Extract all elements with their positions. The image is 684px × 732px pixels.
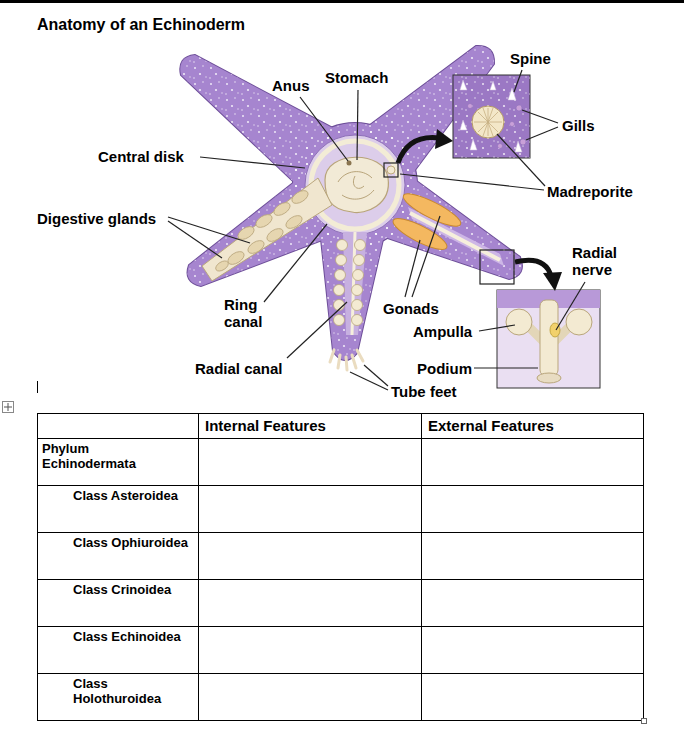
part-label: Central disk [98,148,184,165]
part-label: Tube feet [391,383,457,400]
table-header: External Features [428,417,554,434]
table-grid [38,414,644,721]
part-label: Gonads [383,300,439,317]
table-row-label: Class Crinoidea [73,582,195,597]
table-row-label: Class Ophiuroidea [73,535,195,550]
table-row-label: Class Asteroidea [73,488,195,503]
text-cursor [37,381,38,393]
leader-line [168,70,585,390]
part-label: Gills [562,117,595,134]
part-label: Radial canal [195,360,283,377]
ampullae-row [330,232,367,370]
madreporite-inset [453,75,530,158]
part-label: Podium [417,360,472,377]
digestive-glands [202,178,332,281]
table-row-label: Phylum Echinodermata [42,441,154,471]
resize-handle [642,719,647,724]
part-label: Madreporite [547,183,633,200]
tube-foot-inset [497,290,600,388]
part-label: Anus [272,77,310,94]
table-row-label: Class Echinoidea [73,629,195,644]
diagram-title: Anatomy of an Echinoderm [37,15,245,34]
part-label: Digestive glands [37,210,156,227]
top-rule [0,0,684,3]
part-label: Ring canal [224,296,274,330]
part-label: Radial nerve [572,244,634,278]
table-handle [3,402,14,413]
part-label: Ampulla [413,323,472,340]
part-label: Stomach [325,69,388,86]
part-label: Spine [510,50,551,67]
gonads [390,188,514,284]
table-header: Internal Features [205,417,326,434]
table-row-label: Class Holothuroidea [73,676,195,706]
